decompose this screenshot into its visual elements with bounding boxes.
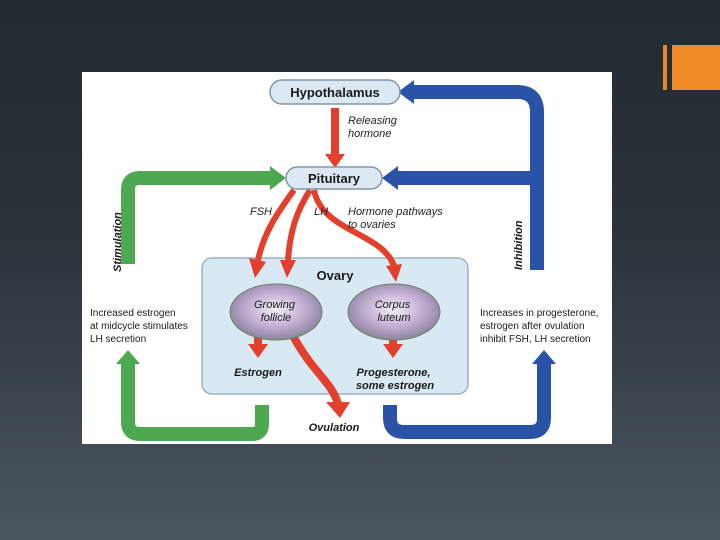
corpus-luteum-label: Corpus luteum — [375, 299, 414, 324]
accent-bar — [663, 45, 667, 90]
growing-follicle-label: Growing follicle — [254, 299, 298, 324]
inhibition-label: Inhibition — [513, 220, 525, 270]
fsh-arrow-1 — [255, 188, 297, 261]
pituitary-box — [285, 166, 383, 190]
ovary-label: Ovary — [317, 268, 355, 283]
fsh-arrowhead-1 — [249, 258, 266, 278]
fsh-arrow-2 — [285, 188, 313, 261]
inhibition-arrowhead-hypothalamus — [398, 80, 414, 104]
stimulation-arrow — [121, 364, 269, 441]
stimulation-note: Increased estrogen at midcycle stimulate… — [90, 308, 191, 345]
inhibition-arrowhead-up — [532, 350, 556, 364]
growing-follicle-oval — [229, 283, 323, 341]
progesterone-label: Progesterone, some estrogen — [356, 367, 435, 392]
lh-arrow — [311, 189, 397, 268]
releasing-hormone-arrowhead — [325, 154, 345, 168]
stimulation-label: Stimulation — [112, 212, 124, 272]
hypothalamus-box — [269, 79, 401, 105]
ovulation-label: Ovulation — [309, 422, 360, 434]
estrogen-arrowhead — [248, 344, 268, 358]
estrogen-label: Estrogen — [234, 367, 282, 379]
stimulation-arrowhead-up — [116, 350, 140, 364]
hormone-diagram: Hypothalamus Releasing hormone Pituitary… — [82, 72, 612, 444]
releasing-hormone-arrow — [331, 108, 339, 158]
stimulation-arrow-upper — [121, 171, 270, 264]
releasing-hormone-label: Releasing hormone — [348, 115, 400, 140]
lh-arrowhead — [386, 264, 402, 282]
hypothalamus-label: Hypothalamus — [290, 85, 380, 100]
accent-square — [672, 45, 720, 90]
ovulation-arrowhead — [326, 402, 350, 418]
fsh-arrowhead-2 — [280, 260, 296, 278]
inhibition-arrow-lower — [383, 364, 551, 439]
stimulation-arrowhead-right — [270, 166, 286, 190]
inhibition-note: Increases in progesterone, estrogen afte… — [480, 308, 601, 345]
fsh-label: FSH — [250, 206, 272, 218]
inhibition-arrow-upper — [414, 85, 544, 270]
inhibition-arrowhead-pituitary — [382, 166, 398, 190]
corpus-luteum-oval — [347, 283, 441, 341]
hormone-pathways-label: Hormone pathways to ovaries — [348, 206, 446, 231]
progesterone-arrowhead — [383, 344, 403, 358]
ovulation-arrow — [288, 332, 342, 406]
lh-label: LH — [314, 206, 328, 218]
pituitary-label: Pituitary — [308, 171, 361, 186]
